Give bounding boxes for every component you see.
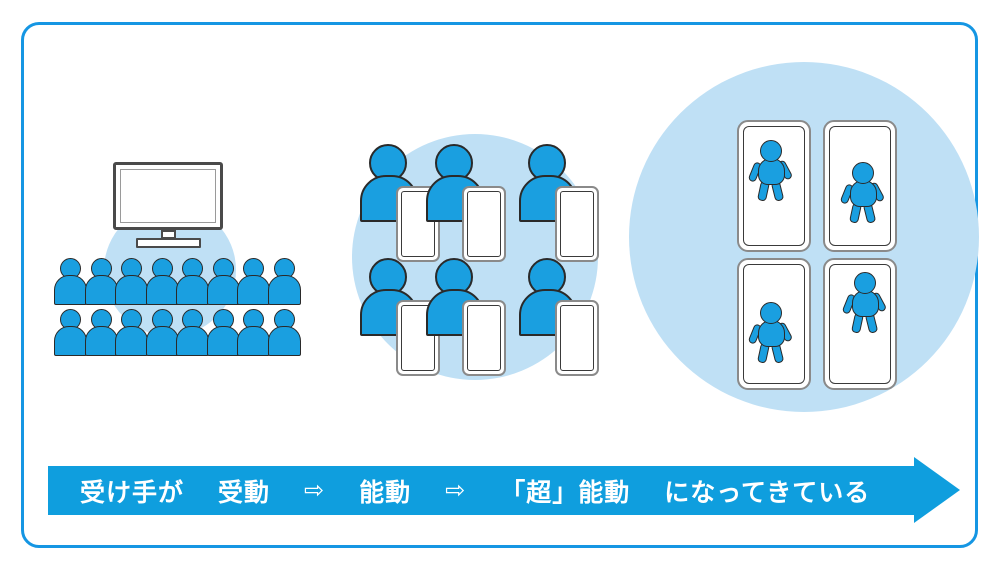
person-body [267, 275, 301, 305]
person-body [115, 275, 148, 305]
person-body [54, 275, 87, 305]
audience-person-icon [206, 258, 240, 305]
audience-person-icon [115, 258, 148, 305]
banner-text-segment: 能動 [359, 478, 412, 507]
person-body [145, 275, 179, 305]
smartphone-screen [401, 305, 435, 371]
audience-person-icon [54, 258, 87, 305]
person-body [206, 326, 240, 356]
banner-text-segment: 受動 [218, 478, 271, 507]
smartphone-icon [555, 186, 599, 262]
audience-person-icon [145, 258, 179, 305]
walking-person-icon [841, 272, 889, 334]
right-arrow-icon: ⇨ [445, 477, 467, 504]
smartphone-icon [555, 300, 599, 376]
audience-person-icon [176, 309, 209, 356]
smartphone-screen [467, 191, 501, 257]
person-head [854, 272, 876, 294]
person-body [115, 326, 148, 356]
person-body [84, 275, 118, 305]
person-head [760, 140, 782, 162]
smartphone-icon [396, 186, 440, 262]
person-body [54, 326, 87, 356]
person-body [237, 275, 270, 305]
smartphone-shell [737, 120, 811, 252]
progression-banner: 受け手が 受動 ⇨ 能動 ⇨ 「超」能動 になってきている [48, 457, 960, 523]
audience-person-icon [54, 309, 87, 356]
streaming-phone-icon [823, 258, 897, 390]
television-icon [113, 162, 223, 250]
audience-person-icon [237, 309, 270, 356]
person-body [237, 326, 270, 356]
tv-stand-base [136, 238, 201, 248]
smartphone-icon [462, 186, 506, 262]
audience-person-icon [206, 309, 240, 356]
audience-person-icon [84, 309, 118, 356]
walking-person-icon [747, 140, 795, 202]
walking-person-icon [747, 302, 795, 364]
person-body [206, 275, 240, 305]
person-head [852, 162, 874, 184]
audience-person-icon [267, 309, 301, 356]
streaming-phone-icon [823, 120, 897, 252]
smartphone-screen [467, 305, 501, 371]
person-body [84, 326, 118, 356]
person-with-phone-icon [426, 258, 518, 376]
smartphone-screen [560, 305, 594, 371]
audience-person-icon [115, 309, 148, 356]
streaming-phone-icon [737, 258, 811, 390]
banner-arrow-tip-icon [914, 457, 960, 523]
banner-text-segment: になってきている [664, 478, 871, 507]
banner-text-segment: 受け手が [80, 478, 185, 507]
person-body [176, 275, 209, 305]
person-with-phone-icon [426, 144, 518, 262]
person-head [760, 302, 782, 324]
person-body [267, 326, 301, 356]
tv-bezel [113, 162, 223, 230]
audience-person-icon [237, 258, 270, 305]
smartphone-screen [560, 191, 594, 257]
right-arrow-icon: ⇨ [304, 477, 326, 504]
person-with-phone-icon [519, 144, 611, 262]
person-with-phone-icon [360, 144, 452, 262]
person-torso [758, 320, 785, 347]
person-torso [850, 180, 877, 207]
smartphone-screen [401, 191, 435, 257]
audience-person-icon [84, 258, 118, 305]
smartphone-icon [462, 300, 506, 376]
walking-person-icon [839, 162, 887, 224]
audience-person-icon [267, 258, 301, 305]
person-with-phone-icon [519, 258, 611, 376]
person-torso [852, 290, 879, 317]
person-body [145, 326, 179, 356]
streaming-phone-icon [737, 120, 811, 252]
tv-screen [120, 169, 216, 223]
person-body [176, 326, 209, 356]
banner-caption: 受け手が 受動 ⇨ 能動 ⇨ 「超」能動 になってきている [48, 466, 914, 515]
person-torso [758, 158, 785, 185]
banner-bar [48, 466, 914, 515]
banner-text-segment: 「超」能動 [500, 478, 631, 507]
audience-person-icon [176, 258, 209, 305]
audience-person-icon [145, 309, 179, 356]
